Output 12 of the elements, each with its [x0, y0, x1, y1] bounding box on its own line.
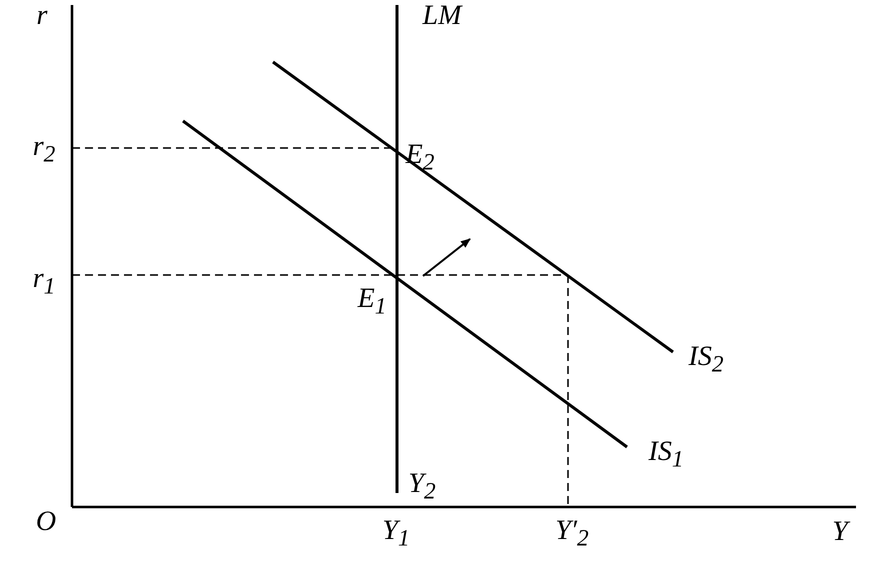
- tick-label: r$_{1}$: [32, 265, 56, 299]
- axis-label: r: [36, 2, 48, 30]
- axis-label: Y$_{2}$: [408, 470, 436, 504]
- axis-label: Y: [832, 518, 848, 546]
- point-label: E$_{1}$: [358, 285, 386, 319]
- curve-label: IS$_{2}$: [688, 343, 724, 377]
- curve-label: IS$_{1}$: [648, 438, 684, 472]
- tick-label: Y$_{1}$: [382, 517, 410, 551]
- tick-label: r$_{2}$: [32, 133, 56, 167]
- origin-label: O: [36, 508, 56, 536]
- tick-label: Y′$_{2}$: [555, 517, 589, 551]
- curve-label: LM: [422, 2, 462, 30]
